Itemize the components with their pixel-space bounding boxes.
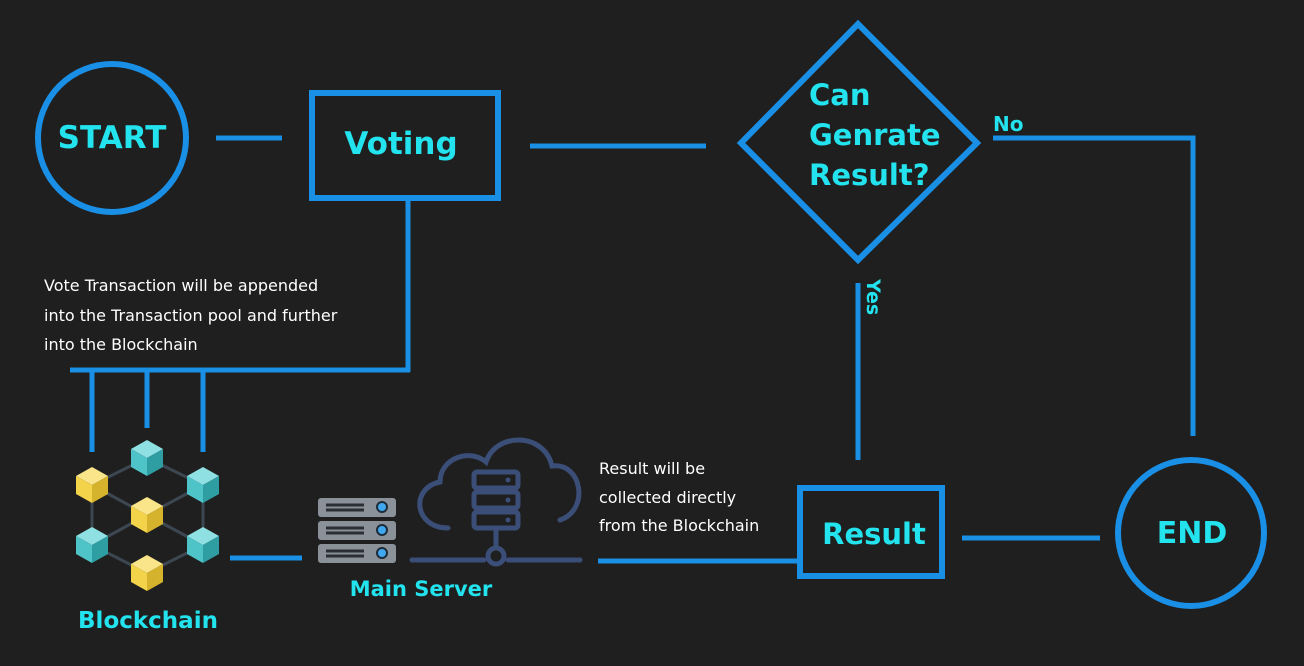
blockchain-label: Blockchain: [78, 608, 218, 634]
cloud-server-icon: [409, 437, 583, 567]
decision-label-line2: Genrate: [809, 118, 941, 152]
start-node: START: [35, 61, 189, 215]
cube-bottom: [131, 555, 163, 591]
decision-label-line3: Result?: [809, 158, 930, 192]
result-caption-line2: collected directly: [599, 488, 736, 507]
voting-label: Voting: [344, 126, 457, 162]
result-label: Result: [822, 517, 926, 551]
start-label: START: [58, 120, 167, 156]
voting-node: Voting: [309, 90, 501, 201]
decision-label-line1: Can: [809, 78, 871, 112]
end-label: END: [1157, 516, 1228, 551]
result-node: Result: [797, 485, 945, 579]
vote-caption: Vote Transaction will be appended into t…: [44, 276, 338, 354]
result-caption-line1: Result will be: [599, 459, 705, 478]
end-node: END: [1115, 457, 1267, 609]
vote-caption-line3: into the Blockchain: [44, 335, 198, 354]
server-rack-icon: [318, 498, 396, 563]
main-server-label: Main Server: [350, 577, 493, 601]
edge-label-no: No: [993, 112, 1023, 136]
edge-label-yes: Yes: [862, 278, 884, 315]
decision-node: Can Genrate Result?: [736, 19, 982, 265]
result-caption-line3: from the Blockchain: [599, 516, 759, 535]
vote-caption-line1: Vote Transaction will be appended: [44, 276, 318, 295]
cube-upper-left: [76, 467, 108, 503]
cube-top: [131, 440, 163, 476]
cube-center: [131, 497, 163, 533]
blockchain-cubes-icon: [76, 440, 219, 591]
cube-upper-right: [187, 467, 219, 503]
cube-lower-left: [76, 527, 108, 563]
cube-lower-right: [187, 527, 219, 563]
vote-caption-line2: into the Transaction pool and further: [44, 306, 338, 325]
edge-decision-no-end: [993, 135, 1196, 436]
result-caption: Result will be collected directly from t…: [599, 459, 759, 535]
